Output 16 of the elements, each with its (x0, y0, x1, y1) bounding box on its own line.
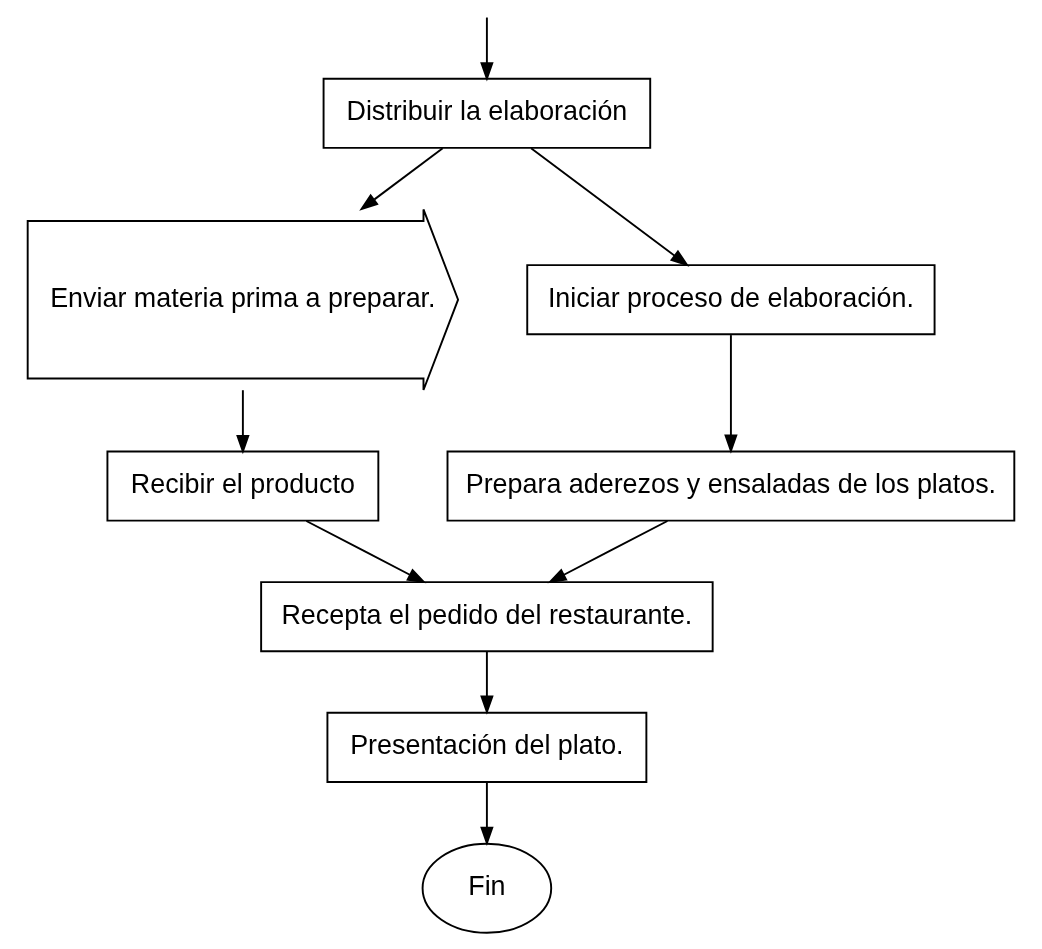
arrow (547, 520, 669, 584)
arrow (236, 389, 250, 455)
arrow (359, 147, 444, 211)
node-box: Prepara aderezos y ensaladas de los platos. (446, 450, 1016, 522)
node-box: Distribuir la elaboración (322, 77, 652, 149)
node-box: Presentación del plato. (326, 711, 648, 783)
arrow (480, 781, 494, 847)
arrow (724, 334, 738, 454)
arrow (480, 16, 494, 82)
arrow (530, 147, 690, 267)
node-box: Recepta el pedido del restaurante. (260, 581, 714, 653)
node-box: Iniciar proceso de elaboración. (526, 264, 936, 336)
arrow (305, 520, 427, 584)
node-box: Recibir el producto (106, 450, 380, 522)
node-ellipse: Fin (421, 842, 553, 934)
arrow (480, 651, 494, 715)
